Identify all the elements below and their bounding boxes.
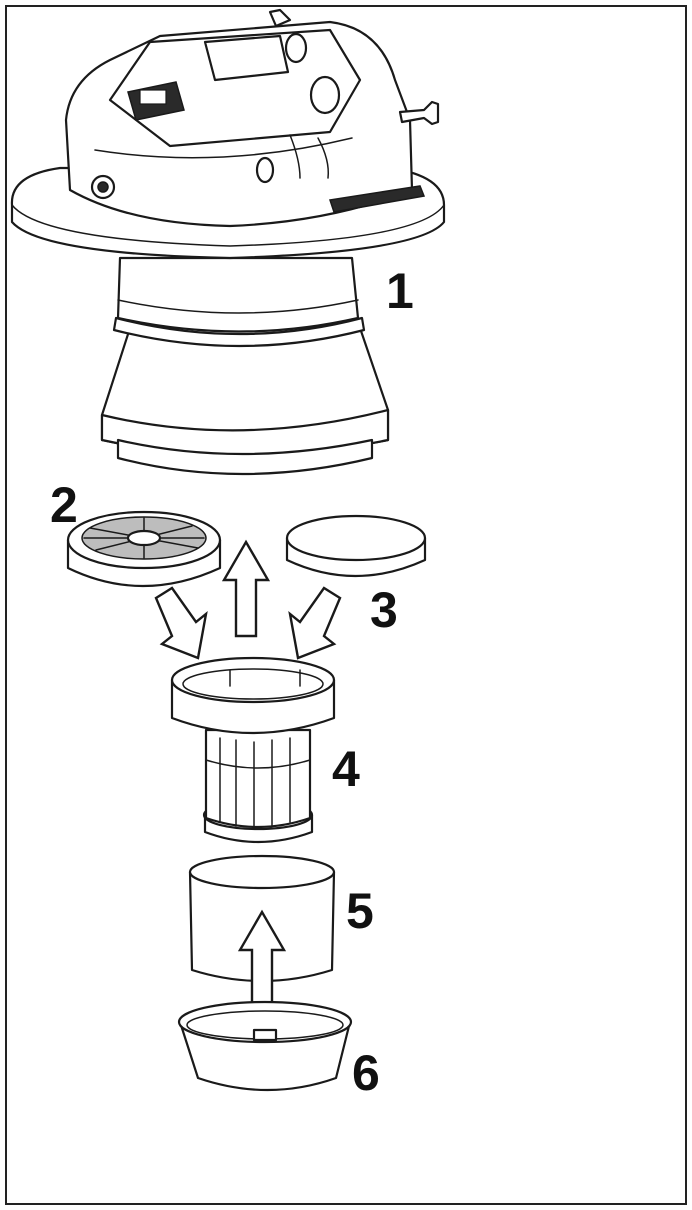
bowl-tab <box>252 1028 278 1042</box>
cage-ring-inner <box>182 668 324 700</box>
label-part-1: 1 <box>386 263 414 319</box>
front-bolt-core <box>97 181 109 193</box>
housing-display-window <box>203 34 290 82</box>
head-bottom-lip <box>116 438 374 476</box>
part-4-filter-cage <box>170 656 336 844</box>
neck-groove <box>117 299 359 314</box>
side-port <box>255 156 275 184</box>
cage-band <box>205 759 311 769</box>
ring-tabs <box>229 669 301 687</box>
part-3-filter-pad <box>285 514 427 578</box>
diagram-border <box>5 5 687 1205</box>
arrow-up-bottom-icon <box>237 909 287 1012</box>
arrow-down-left-icon <box>154 586 208 660</box>
disc-hub <box>126 529 162 547</box>
arrow-down-right-icon <box>288 586 342 660</box>
label-part-4: 4 <box>332 741 360 797</box>
label-part-5: 5 <box>346 883 374 939</box>
label-part-2: 2 <box>50 477 78 533</box>
switch-button <box>139 89 167 105</box>
bowl-rim <box>177 1000 353 1044</box>
side-hooks <box>289 134 330 179</box>
part-1-vacuum-head <box>10 8 446 476</box>
part-6-dust-bowl <box>177 1000 353 1092</box>
head-neck <box>116 256 360 333</box>
handle-knob-top <box>284 32 308 64</box>
vent-slots <box>329 185 426 213</box>
housing-seam <box>94 137 353 159</box>
sleeve-top <box>188 854 336 890</box>
label-part-3: 3 <box>370 582 398 638</box>
cage-ring-top <box>170 656 336 704</box>
pad-top <box>285 514 427 562</box>
cage-ribs <box>219 737 291 829</box>
top-cap <box>268 8 292 28</box>
flange-edge <box>11 204 445 247</box>
part-2-filter-disc <box>66 510 222 587</box>
handle-knob-right <box>309 75 341 115</box>
arrow-up-center-icon <box>221 539 271 638</box>
side-nozzle <box>398 100 440 126</box>
neck-collar <box>112 316 366 348</box>
label-part-6: 6 <box>352 1045 380 1101</box>
cage-body <box>204 728 312 829</box>
